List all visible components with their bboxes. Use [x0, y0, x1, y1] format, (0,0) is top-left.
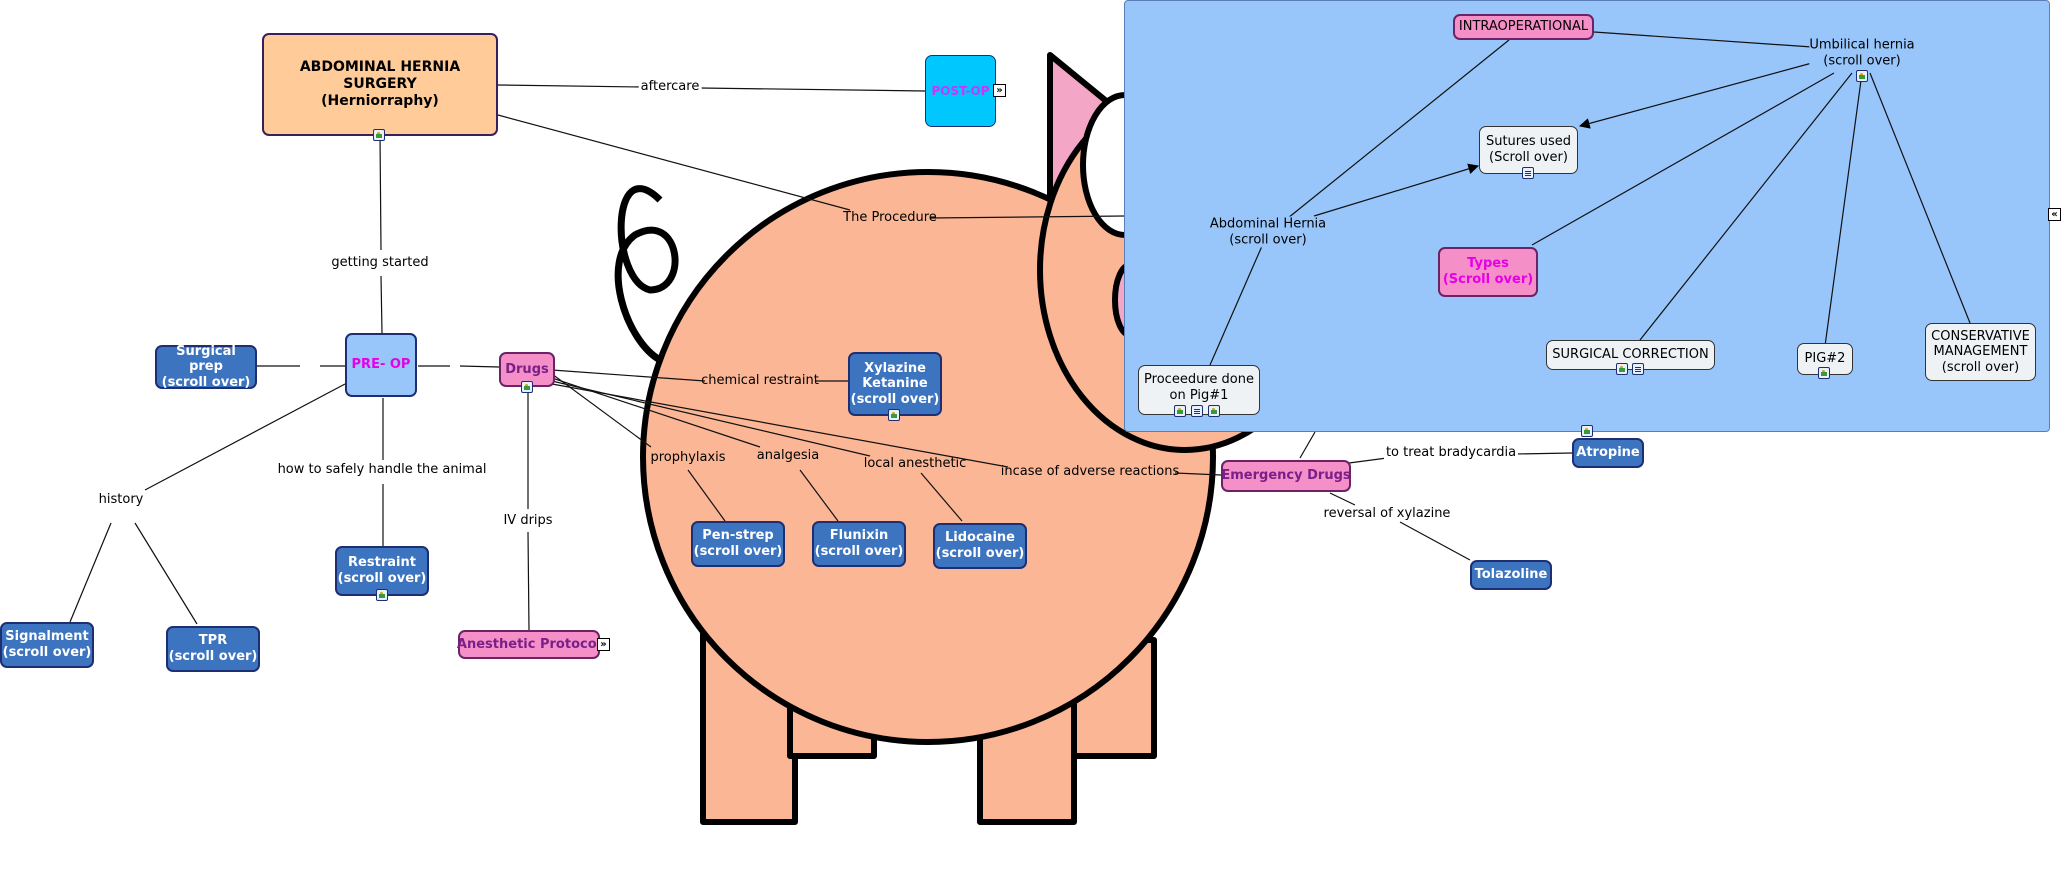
node-tpr[interactable]: TPR (scroll over) [166, 626, 260, 672]
image-icon[interactable] [1174, 405, 1186, 417]
node-conservative-management[interactable]: CONSERVATIVE MANAGEMENT (scroll over) [1925, 323, 2036, 381]
link-treat-bradycardia: to treat bradycardia [1383, 445, 1519, 461]
node-lidocaine[interactable]: Lidocaine (scroll over) [933, 523, 1027, 569]
node-surgical-prep[interactable]: Surgical prep (scroll over) [155, 344, 257, 390]
node-anesthetic-protocol[interactable]: Anesthetic Protocol [457, 630, 601, 659]
document-icon[interactable] [1632, 363, 1644, 375]
node-sutures-used[interactable]: Sutures used (Scroll over) [1479, 126, 1578, 174]
link-adverse-reactions: incase of adverse reactions [1000, 464, 1180, 480]
link-handle-animal: how to safely handle the animal [275, 462, 489, 478]
node-restraint[interactable]: Restraint (scroll over) [335, 546, 429, 596]
node-umbilical-hernia[interactable]: Umbilical hernia (scroll over) [1809, 37, 1915, 69]
node-pen-strep[interactable]: Pen-strep (scroll over) [691, 521, 785, 567]
image-icon[interactable] [1581, 425, 1593, 437]
image-icon[interactable] [888, 409, 900, 421]
image-icon[interactable] [521, 381, 533, 393]
link-history: history [96, 492, 146, 508]
expand-arrow-icon[interactable]: » [993, 84, 1006, 97]
link-prophylaxis: prophylaxis [650, 450, 726, 466]
node-tolazoline[interactable]: Tolazoline [1470, 560, 1552, 590]
link-reversal-xylazine: reversal of xylazine [1323, 506, 1451, 522]
node-signalment[interactable]: Signalment (scroll over) [0, 622, 94, 668]
link-local-anesthetic: local anesthetic [863, 456, 967, 472]
document-icon[interactable] [1522, 167, 1534, 179]
node-flunixin[interactable]: Flunixin (scroll over) [812, 521, 906, 567]
link-iv-drips: IV drips [501, 513, 555, 529]
expand-arrow-icon[interactable]: » [597, 638, 610, 651]
node-post-op[interactable]: POST-OP [925, 55, 996, 127]
image-icon[interactable] [1616, 363, 1628, 375]
node-main-title[interactable]: ABDOMINAL HERNIA SURGERY (Herniorraphy) [262, 33, 498, 136]
image-icon[interactable] [1856, 70, 1868, 82]
node-intraoperational[interactable]: INTRAOPERATIONAL [1453, 14, 1594, 40]
link-chemical-restraint: chemical restraint [701, 373, 819, 389]
node-types[interactable]: Types (Scroll over) [1438, 247, 1538, 297]
link-the-procedure: The Procedure [843, 210, 937, 226]
collapse-arrow-icon[interactable]: « [2048, 208, 2061, 221]
node-xylazine-ketanine[interactable]: Xylazine Ketanine (scroll over) [848, 352, 942, 416]
link-getting-started: getting started [329, 255, 431, 271]
link-analgesia: analgesia [756, 448, 820, 464]
node-surgical-correction[interactable]: SURGICAL CORRECTION [1546, 340, 1715, 370]
link-aftercare: aftercare [638, 79, 702, 95]
image-icon[interactable] [1818, 367, 1830, 379]
image-icon[interactable] [376, 589, 388, 601]
image-icon[interactable] [1208, 405, 1220, 417]
node-emergency-drugs[interactable]: Emergency Drugs [1221, 460, 1351, 492]
node-pre-op[interactable]: PRE- OP [345, 333, 417, 397]
node-abdominal-hernia[interactable]: Abdominal Hernia (scroll over) [1209, 216, 1327, 248]
image-icon[interactable] [373, 129, 385, 141]
node-atropine[interactable]: Atropine [1572, 438, 1644, 468]
document-icon[interactable] [1191, 405, 1203, 417]
pig-tail [614, 185, 679, 364]
